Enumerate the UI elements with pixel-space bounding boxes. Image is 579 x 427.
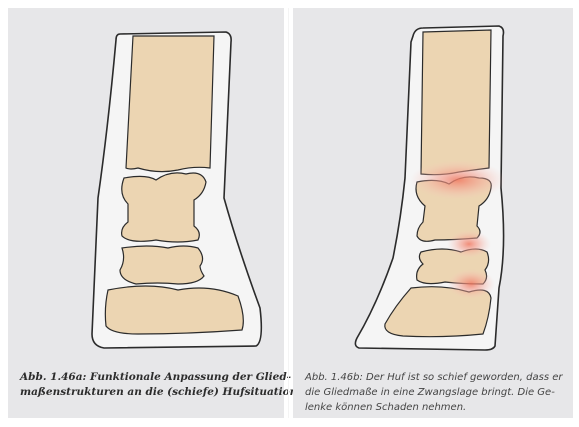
figure-a-pastern-bone (126, 36, 214, 172)
figure-b-illustration (293, 8, 573, 368)
figure-a-caption-line: Abb. 1.46a: Funktionale Anpassung der Gl… (20, 370, 280, 385)
figure-b-caption: Abb. 1.46b: Der Huf ist so schief geword… (305, 370, 567, 420)
figure-a-coffin-bone (105, 286, 243, 334)
figure-b-joint-inflammation-upper (410, 160, 506, 200)
figure-a-navicular-bone (120, 246, 204, 284)
figure-a-caption: Abb. 1.46a: Funktionale Anpassung der Gl… (20, 370, 280, 420)
panel-divider (288, 8, 289, 418)
figure-a-short-pastern-bone (122, 173, 206, 242)
figure-b-joint-inflammation-middle (447, 230, 491, 258)
figure-b-joint-inflammation-lower (447, 269, 495, 299)
figure-b-caption-line: lenke können Schaden nehmen. (305, 400, 567, 415)
figure-a-caption-line: maßenstrukturen an die (schiefe) Hufsitu… (20, 385, 280, 400)
figure-a-illustration (8, 8, 284, 368)
figure-b-panel: Abb. 1.46b: Der Huf ist so schief geword… (293, 8, 573, 418)
figure-b-caption-line: die Gliedmaße in eine Zwangslage bringt.… (305, 385, 567, 400)
figure-a-panel: Abb. 1.46a: Funktionale Anpassung der Gl… (8, 8, 284, 418)
figure-b-caption-line: Abb. 1.46b: Der Huf ist so schief geword… (305, 370, 567, 385)
figure-b-pastern-bone (421, 30, 491, 175)
